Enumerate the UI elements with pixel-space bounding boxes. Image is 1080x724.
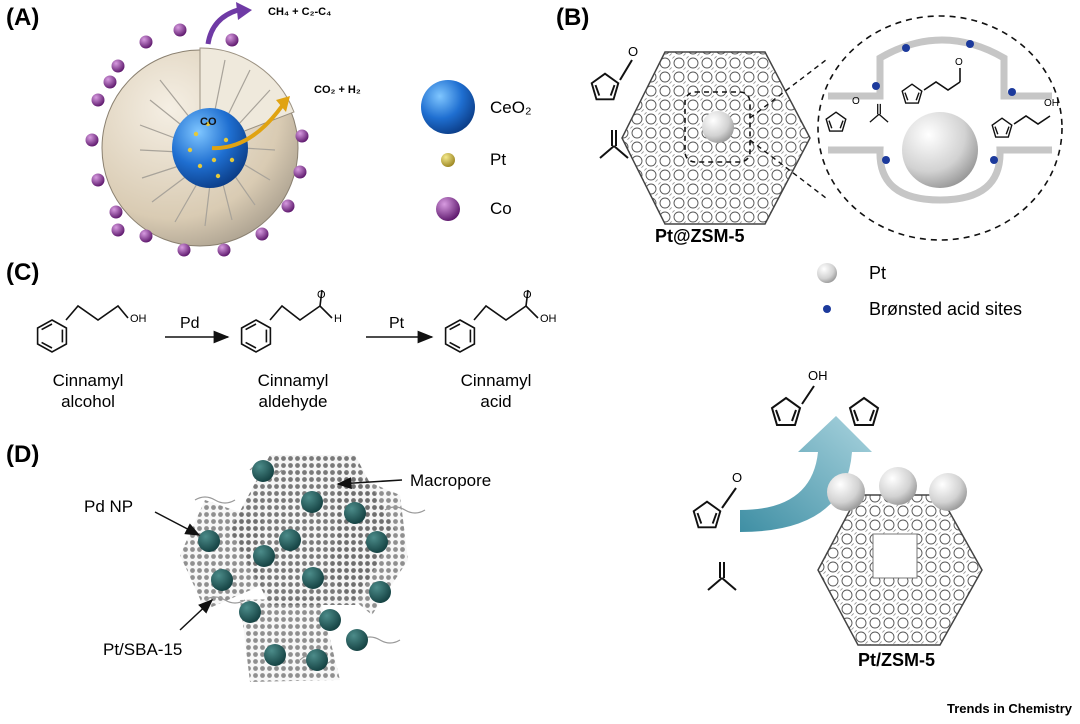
furfural-molecule <box>590 72 620 101</box>
pt-zsm5-label: Pt/ZSM-5 <box>858 650 935 670</box>
furan-molecule <box>849 397 879 426</box>
cinnamyl-alcohol-group: OH <box>130 313 147 325</box>
co-to-co2-arrowhead <box>276 96 290 112</box>
inner-furfural <box>825 111 847 132</box>
hydrocarbon-products: CH₄ + C₂-C₄ <box>268 6 331 18</box>
ceo2-legend-label: CeO₂ <box>490 98 532 117</box>
pd-np-pointer <box>154 511 201 536</box>
intermediate-furan <box>901 83 923 104</box>
pt-arrow-label: Pt <box>389 315 405 332</box>
surface-pt-particles <box>827 467 967 511</box>
cinnamaldehyde-ring <box>240 319 272 353</box>
cinnamic-acid-name-2: acid <box>480 392 511 411</box>
furfural-e-sidechain <box>721 487 737 509</box>
pt-at-zsm5-label: Pt@ZSM-5 <box>655 226 745 246</box>
cinnamic-acid-ring <box>444 319 476 353</box>
panel-d: (D) Macropore Pd NP Pt/SBA-15 <box>6 441 491 682</box>
to-hydrocarbon-arrow <box>205 7 239 45</box>
co-legend-label: Co <box>490 199 512 218</box>
cinnamic-acid-carbonyl <box>525 289 529 307</box>
conversion-arrow <box>740 416 872 532</box>
acid-site-legend-label: Brønsted acid sites <box>869 299 1022 319</box>
panel-b-label: (B) <box>556 4 589 31</box>
intermediate-oxygen: O <box>955 57 963 68</box>
panel-a-label: (A) <box>6 4 39 31</box>
cinnamic-acid-name-1: Cinnamyl <box>461 371 532 390</box>
zoom-line-top <box>749 59 827 119</box>
sba15-pointer <box>179 598 214 631</box>
ceo2-core <box>172 108 248 188</box>
pt-encapsulated-large <box>902 112 978 188</box>
macropore-label: Macropore <box>410 471 491 490</box>
pt-legend-marker <box>441 153 455 167</box>
furfural-sidechain <box>619 59 633 81</box>
inner-acetone <box>869 103 889 123</box>
co-to-co2-arrow <box>211 104 284 151</box>
acetone-molecule-e <box>707 561 737 591</box>
co2-h2-products: CO₂ + H₂ <box>314 84 361 96</box>
pt-b-legend-label: Pt <box>869 263 886 283</box>
cinnamaldehyde-chain <box>269 304 333 321</box>
furfuryl-alcohol-molecule <box>771 397 801 426</box>
pore-channel-bottom <box>828 146 1052 204</box>
panel-c-label: (C) <box>6 259 39 286</box>
zoom-window <box>684 91 751 163</box>
furfuryl-alcohol-hydroxyl: OH <box>808 368 828 383</box>
cinnamaldehyde-name-1: Cinnamyl <box>258 371 329 390</box>
acid-site-legend-marker <box>823 305 831 313</box>
shell-channels <box>139 59 276 227</box>
panel-d-label: (D) <box>6 441 39 468</box>
cinnamyl-alcohol-name-2: alcohol <box>61 392 115 411</box>
cinnamic-acid-group: OH <box>540 313 557 325</box>
co-legend-marker <box>436 197 460 221</box>
zsm5-surface-cavity <box>872 533 918 579</box>
zoom-line-bottom <box>749 139 827 199</box>
cinnamyl-alcohol-chain <box>65 304 129 321</box>
pd-np-label: Pd NP <box>84 497 133 516</box>
sba15-label: Pt/SBA-15 <box>103 640 182 659</box>
cinnamyl-alcohol-name-1: Cinnamyl <box>53 371 124 390</box>
pore-channel-top <box>828 36 1052 100</box>
journal-footer: Trends in Chemistry <box>947 701 1073 716</box>
pt-legend-label: Pt <box>490 150 506 169</box>
pt-particles <box>187 121 235 179</box>
product-chain <box>1013 115 1051 125</box>
panel-b: (B) O O O OH Pt@ZSM-5 Pt Brøns <box>556 4 1063 319</box>
pd-arrow-label: Pd <box>180 315 200 332</box>
pd-nanoparticles <box>198 460 391 671</box>
zoom-ellipse <box>817 15 1063 241</box>
inner-furfural-oxygen: O <box>852 96 860 107</box>
cinnamaldehyde-group: H <box>334 313 342 325</box>
pt-b-legend-marker <box>817 263 837 283</box>
co-label: CO <box>200 116 217 128</box>
cinnamaldehyde-name-2: aldehyde <box>258 392 327 411</box>
cinnamic-acid-chain <box>473 304 539 321</box>
product-furan <box>991 117 1013 138</box>
cinnamic-acid-oxygen: O <box>523 289 532 301</box>
acid-sites <box>872 40 1016 164</box>
panel-b-legend: Pt Brønsted acid sites <box>817 263 1022 319</box>
panel-a-legend: CeO₂ Pt Co <box>421 80 532 221</box>
macropore-pointer <box>336 477 403 490</box>
cinnamyl-alcohol-ring <box>36 319 68 353</box>
co-particles <box>85 23 309 257</box>
furfural-oxygen: O <box>628 44 638 59</box>
panel-c: (C) OH Pd O H Pt O OH Cinnamyl alcohol C… <box>6 259 557 411</box>
ceo2-legend-marker <box>421 80 475 134</box>
pt-encapsulated-small <box>702 111 734 143</box>
furfuryl-alcohol-chain <box>801 385 815 405</box>
cinnamaldehyde-oxygen: O <box>317 289 326 301</box>
furfural-e-oxygen: O <box>732 470 742 485</box>
panel-e: OH O Pt/ZSM-5 <box>692 368 983 670</box>
cinnamaldehyde-carbonyl <box>319 289 323 307</box>
sba15-framework <box>180 455 426 682</box>
to-hydrocarbon-arrowhead <box>236 2 252 20</box>
panel-a: (A) CO CH₄ + C₂-C₄ CO₂ + H₂ <box>6 2 532 257</box>
product-hydroxyl: OH <box>1044 98 1059 109</box>
furfural-molecule-e <box>692 500 722 529</box>
intermediate-chain <box>923 81 961 91</box>
